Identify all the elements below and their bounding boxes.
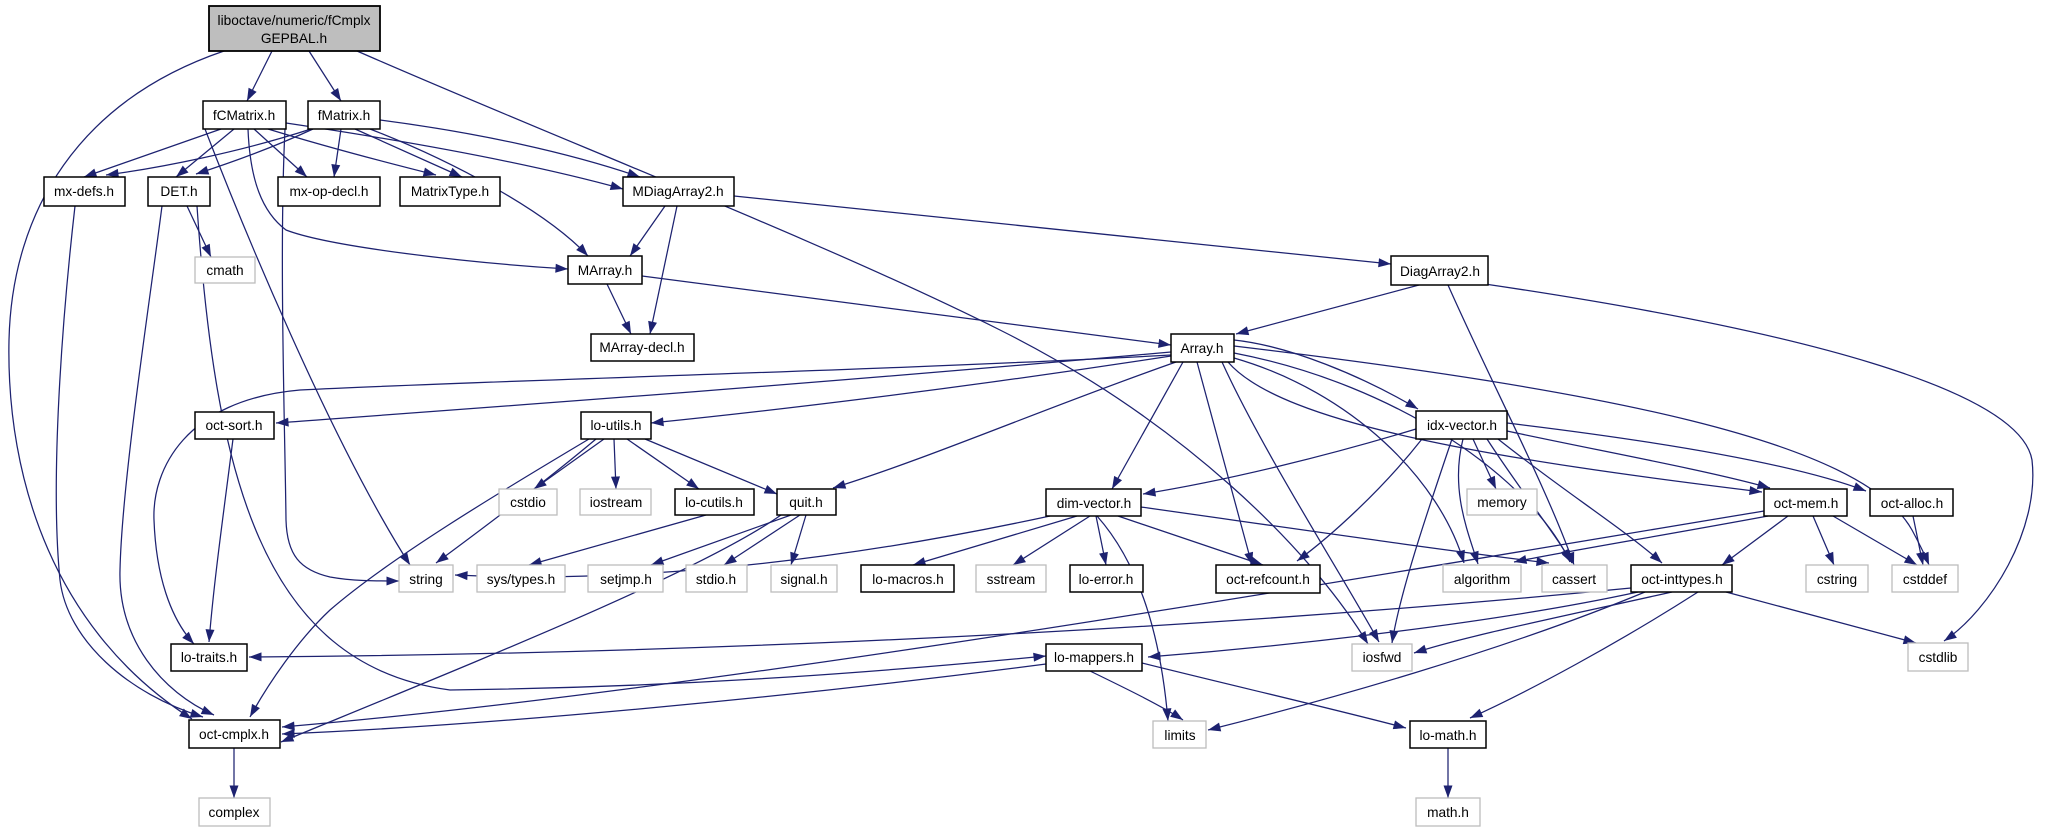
svg-text:lo-utils.h: lo-utils.h: [591, 418, 642, 433]
svg-text:MatrixType.h: MatrixType.h: [411, 184, 489, 199]
svg-text:oct-sort.h: oct-sort.h: [205, 418, 262, 433]
svg-text:MDiagArray2.h: MDiagArray2.h: [632, 184, 723, 199]
svg-text:MArray.h: MArray.h: [578, 263, 633, 278]
svg-text:lo-traits.h: lo-traits.h: [181, 650, 237, 665]
svg-text:sys/types.h: sys/types.h: [487, 572, 555, 587]
svg-text:stdio.h: stdio.h: [696, 572, 736, 587]
svg-text:fMatrix.h: fMatrix.h: [318, 108, 370, 123]
svg-text:mx-defs.h: mx-defs.h: [54, 184, 114, 199]
svg-text:algorithm: algorithm: [1454, 572, 1510, 587]
svg-text:complex: complex: [209, 805, 260, 820]
svg-text:DiagArray2.h: DiagArray2.h: [1400, 264, 1480, 279]
svg-text:math.h: math.h: [1427, 805, 1469, 820]
svg-text:lo-error.h: lo-error.h: [1079, 572, 1134, 587]
svg-text:sstream: sstream: [987, 572, 1036, 587]
svg-text:lo-math.h: lo-math.h: [1419, 728, 1476, 743]
svg-text:Array.h: Array.h: [1180, 341, 1223, 356]
svg-text:iosfwd: iosfwd: [1363, 650, 1402, 665]
svg-text:liboctave/numeric/fCmplx: liboctave/numeric/fCmplx: [218, 13, 371, 28]
svg-text:quit.h: quit.h: [789, 495, 822, 510]
svg-text:mx-op-decl.h: mx-op-decl.h: [289, 184, 368, 199]
svg-text:oct-inttypes.h: oct-inttypes.h: [1641, 572, 1722, 587]
svg-text:string: string: [409, 572, 442, 587]
svg-text:memory: memory: [1477, 495, 1527, 510]
svg-text:dim-vector.h: dim-vector.h: [1057, 496, 1132, 511]
svg-text:cstddef: cstddef: [1903, 572, 1947, 587]
svg-text:oct-alloc.h: oct-alloc.h: [1881, 496, 1943, 511]
svg-text:idx-vector.h: idx-vector.h: [1427, 418, 1497, 433]
svg-text:lo-cutils.h: lo-cutils.h: [685, 495, 743, 510]
svg-text:MArray-decl.h: MArray-decl.h: [599, 340, 684, 355]
svg-text:fCMatrix.h: fCMatrix.h: [213, 108, 275, 123]
svg-text:oct-cmplx.h: oct-cmplx.h: [199, 727, 269, 742]
svg-text:signal.h: signal.h: [780, 572, 827, 587]
svg-text:limits: limits: [1164, 728, 1195, 743]
svg-text:cstdio: cstdio: [510, 495, 546, 510]
svg-text:cmath: cmath: [206, 263, 243, 278]
svg-text:lo-macros.h: lo-macros.h: [872, 572, 944, 587]
svg-text:iostream: iostream: [590, 495, 642, 510]
svg-text:DET.h: DET.h: [160, 184, 197, 199]
svg-text:setjmp.h: setjmp.h: [600, 572, 652, 587]
svg-text:cstring: cstring: [1817, 572, 1857, 587]
svg-text:cassert: cassert: [1552, 572, 1596, 587]
svg-text:cstdlib: cstdlib: [1919, 650, 1958, 665]
svg-text:GEPBAL.h: GEPBAL.h: [261, 31, 327, 46]
svg-text:lo-mappers.h: lo-mappers.h: [1054, 650, 1134, 665]
svg-text:oct-mem.h: oct-mem.h: [1774, 496, 1839, 511]
svg-text:oct-refcount.h: oct-refcount.h: [1226, 572, 1310, 587]
